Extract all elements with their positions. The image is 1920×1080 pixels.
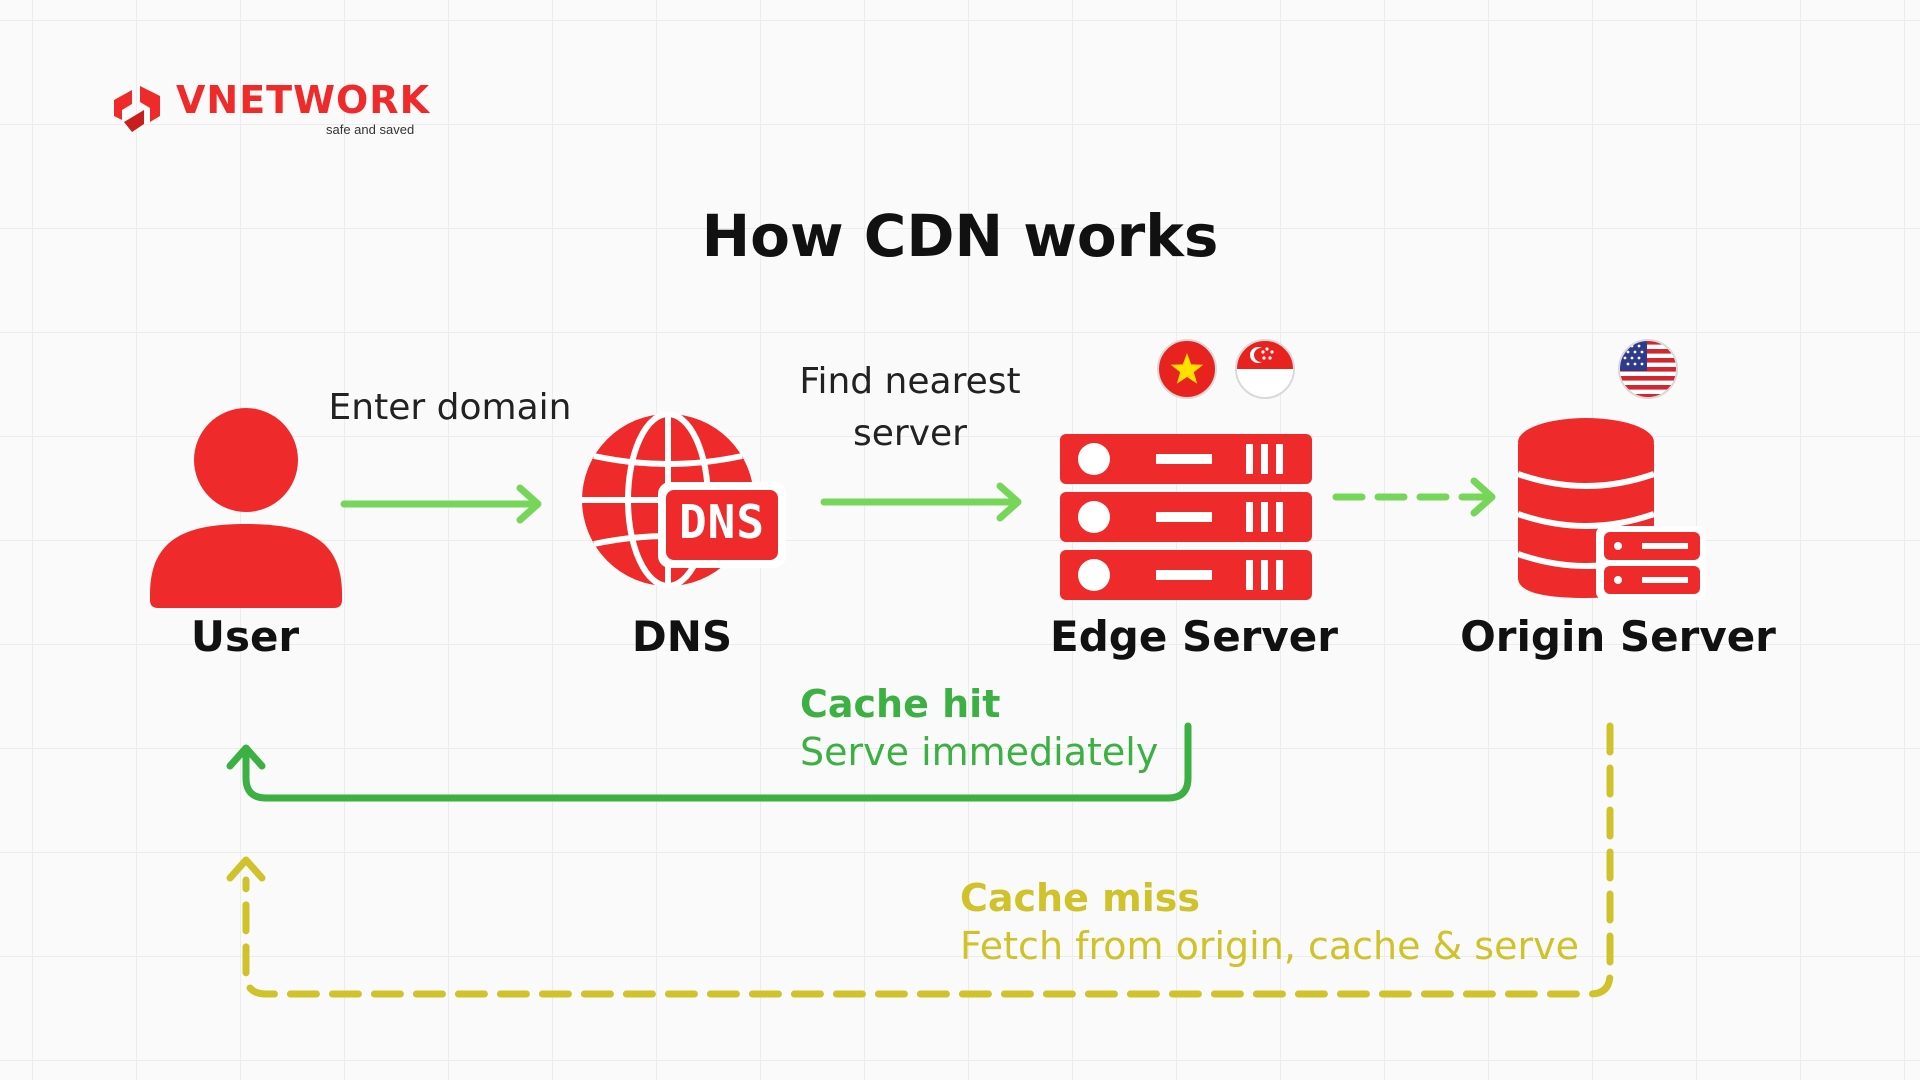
dns-globe-icon (582, 412, 786, 588)
arrow-user-to-dns (340, 484, 542, 524)
edge-server-label: Edge Server (1050, 612, 1338, 661)
brand-tagline: safe and saved (326, 122, 415, 137)
vnetwork-logo-icon (114, 86, 160, 132)
singapore-flag-icon (1235, 339, 1295, 399)
cache-miss-subtitle: Fetch from origin, cache & serve (960, 924, 1579, 968)
server-rack-1 (1060, 434, 1312, 484)
page-title: How CDN works (701, 202, 1219, 270)
arrow-edge-to-origin (1332, 477, 1496, 517)
cache-hit-path (226, 722, 1192, 802)
arrow-dns-to-edge (820, 482, 1022, 522)
origin-server-label: Origin Server (1460, 612, 1776, 661)
server-rack-3 (1060, 550, 1312, 600)
cache-hit-subtitle: Serve immediately (800, 730, 1159, 774)
user-icon (150, 408, 342, 608)
server-rack-2 (1060, 492, 1312, 542)
find-nearest-label-line1: Find nearest (799, 361, 1021, 402)
brand-name: VNETWORK (176, 78, 431, 122)
usa-flag-icon (1618, 339, 1678, 399)
cache-miss-title: Cache miss (960, 876, 1200, 920)
enter-domain-label: Enter domain (328, 387, 572, 428)
vietnam-flag-icon (1157, 339, 1217, 399)
user-label: User (190, 612, 300, 661)
find-nearest-label-line2: server (853, 413, 967, 454)
origin-database-icon (1517, 418, 1706, 600)
cache-hit-title: Cache hit (800, 682, 1001, 726)
cache-miss-path (226, 722, 1614, 998)
edge-server-icon (1060, 434, 1312, 600)
dns-icon-label: DNS (678, 495, 766, 549)
dns-label: DNS (631, 612, 733, 661)
